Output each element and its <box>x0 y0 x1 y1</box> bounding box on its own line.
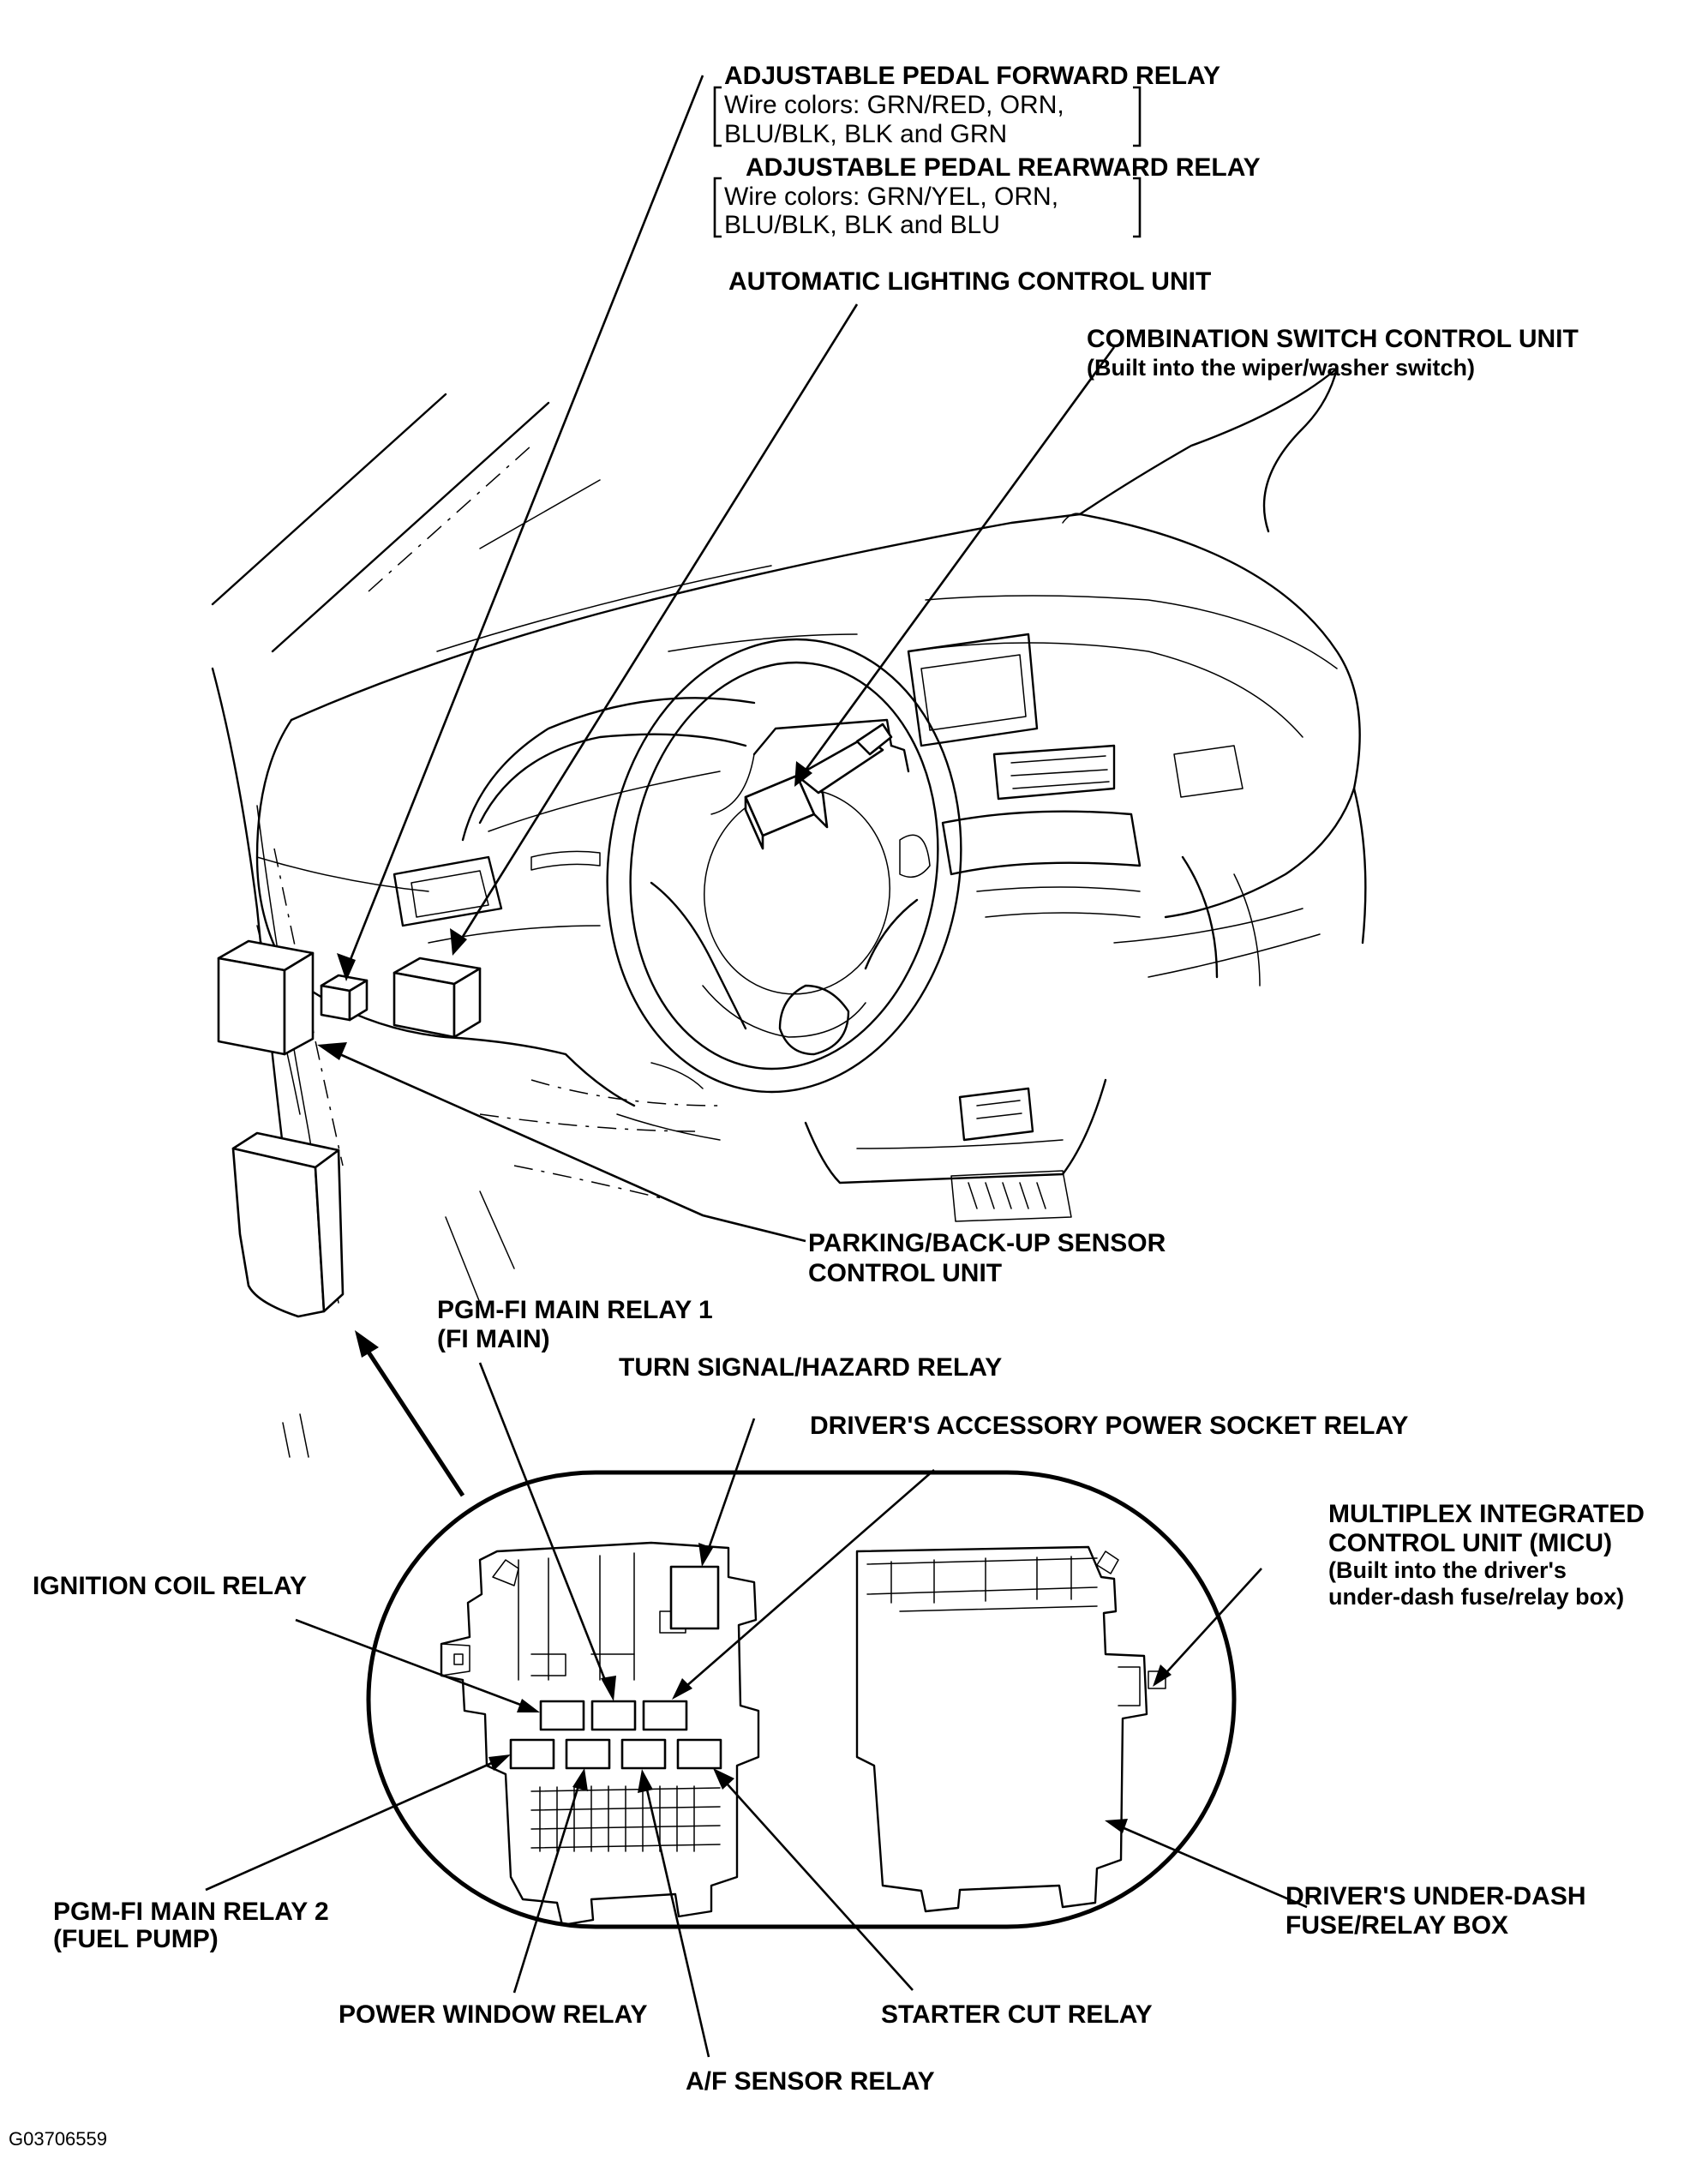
label-fuse-relay-box-1: DRIVER'S UNDER-DASH <box>1285 1882 1586 1910</box>
dash-components <box>217 939 482 1458</box>
figure-code: G03706559 <box>9 2128 107 2150</box>
ignition-coil-relay-box <box>539 1700 585 1731</box>
label-pedal-rearward-relay: ADJUSTABLE PEDAL REARWARD RELAY <box>746 153 1261 182</box>
label-automatic-lighting-control-unit: AUTOMATIC LIGHTING CONTROL UNIT <box>728 267 1211 296</box>
label-turn-signal-relay: TURN SIGNAL/HAZARD RELAY <box>619 1353 1002 1382</box>
label-accessory-socket-relay: DRIVER'S ACCESSORY POWER SOCKET RELAY <box>810 1412 1408 1440</box>
label-pedal-rearward-wires-1: Wire colors: GRN/YEL, ORN, <box>724 183 1058 211</box>
starter-cut-relay-box <box>676 1738 722 1770</box>
label-combination-switch-1: COMBINATION SWITCH CONTROL UNIT <box>1087 325 1579 353</box>
label-micu-4: under-dash fuse/relay box) <box>1328 1584 1624 1610</box>
leader-lines <box>205 75 1308 2058</box>
label-pgm-fi-main-relay-1-sub: (FI MAIN) <box>437 1325 550 1353</box>
fuse-box-rear-view <box>855 1545 1166 1913</box>
accessory-socket-relay-box <box>642 1700 688 1731</box>
label-pedal-forward-wires-2: BLU/BLK, BLK and GRN <box>724 120 1007 148</box>
turn-signal-relay-box <box>669 1565 720 1630</box>
label-pgm-fi-main-relay-1: PGM-FI MAIN RELAY 1 <box>437 1296 713 1324</box>
label-pedal-forward-wires-1: Wire colors: GRN/RED, ORN, <box>724 91 1064 119</box>
label-micu-2: CONTROL UNIT (MICU) <box>1328 1529 1612 1557</box>
af-sensor-relay-box <box>620 1738 667 1770</box>
wire-color-brackets <box>713 86 1142 238</box>
label-pgm-fi-main-relay-2: PGM-FI MAIN RELAY 2 <box>53 1898 329 1926</box>
power-window-relay-box <box>565 1738 611 1770</box>
dashboard-illustration <box>211 367 1367 1304</box>
label-pedal-rearward-wires-2: BLU/BLK, BLK and BLU <box>724 211 1000 239</box>
label-micu-1: MULTIPLEX INTEGRATED <box>1328 1500 1645 1528</box>
pgm-fi-main-relay-2-box <box>509 1738 555 1770</box>
label-pedal-forward-relay: ADJUSTABLE PEDAL FORWARD RELAY <box>724 62 1220 90</box>
fuse-box-front-view <box>440 1541 760 1927</box>
label-ignition-coil-relay: IGNITION COIL RELAY <box>33 1572 307 1600</box>
inset-border <box>366 1470 1237 1929</box>
fuse-box-inset <box>366 1470 1237 1929</box>
fuse-grid <box>530 1785 721 1852</box>
label-power-window-relay: POWER WINDOW RELAY <box>339 2000 648 2029</box>
label-af-sensor-relay: A/F SENSOR RELAY <box>686 2067 935 2096</box>
label-combination-switch-2: (Built into the wiper/washer switch) <box>1087 355 1475 381</box>
label-parking-sensor-2: CONTROL UNIT <box>808 1259 1002 1287</box>
label-parking-sensor-1: PARKING/BACK-UP SENSOR <box>808 1229 1166 1257</box>
label-pgm-fi-main-relay-2-sub: (FUEL PUMP) <box>53 1925 219 1953</box>
labels: ADJUSTABLE PEDAL FORWARD RELAY Wire colo… <box>9 62 1645 2150</box>
pgm-fi-main-relay-1-box <box>590 1700 637 1731</box>
label-micu-3: (Built into the driver's <box>1328 1557 1567 1583</box>
label-fuse-relay-box-2: FUSE/RELAY BOX <box>1285 1911 1508 1940</box>
label-starter-cut-relay: STARTER CUT RELAY <box>881 2000 1153 2029</box>
